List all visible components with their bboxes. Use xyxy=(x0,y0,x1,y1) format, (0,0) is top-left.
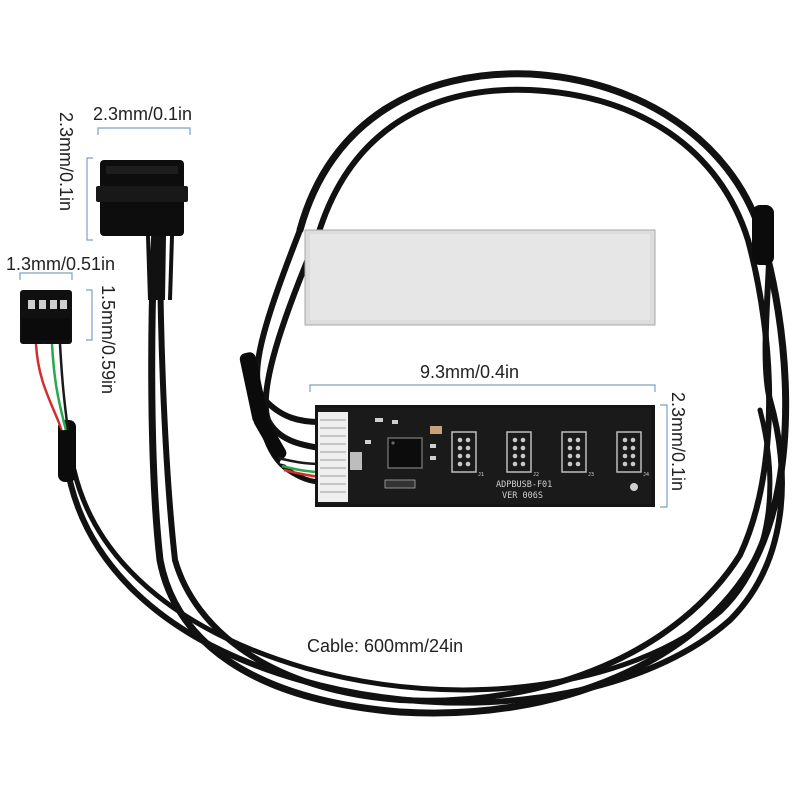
board-height-label: 2.3mm/0.1in xyxy=(668,392,688,491)
port-headers xyxy=(451,431,642,473)
port-label-1: J1 xyxy=(478,472,484,478)
board-version-text: VER 006S xyxy=(502,491,543,501)
usb-pin-header xyxy=(20,290,72,431)
cable-header-loop-2 xyxy=(71,407,773,693)
cable-inner-loop xyxy=(157,86,773,704)
port-label-2: J2 xyxy=(533,472,539,478)
board-model-text: ADPBUSB-F01 xyxy=(496,480,552,490)
molex-width-label: 2.3mm/0.1in xyxy=(93,104,192,124)
cable-header-loop xyxy=(63,227,785,706)
dimension-lines xyxy=(19,127,668,508)
board-width-label: 9.3mm/0.4in xyxy=(420,362,519,382)
port-label-3: J3 xyxy=(588,472,594,478)
sleeves xyxy=(58,205,774,482)
adhesive-pad xyxy=(304,229,656,326)
port-label-4: J4 xyxy=(643,472,649,478)
molex-height-label: 2.3mm/0.1in xyxy=(56,112,76,211)
cable-length-label: Cable: 600mm/24in xyxy=(307,636,463,656)
molex-connector xyxy=(96,160,188,301)
header-width-label: 1.3mm/0.51in xyxy=(6,254,115,274)
cable-outer-loop xyxy=(148,70,790,717)
pcb-board: ADPBUSB-F01 VER 006S J1 J2 J3 J4 xyxy=(315,405,655,507)
header-height-label: 1.5mm/0.59in xyxy=(98,285,118,394)
